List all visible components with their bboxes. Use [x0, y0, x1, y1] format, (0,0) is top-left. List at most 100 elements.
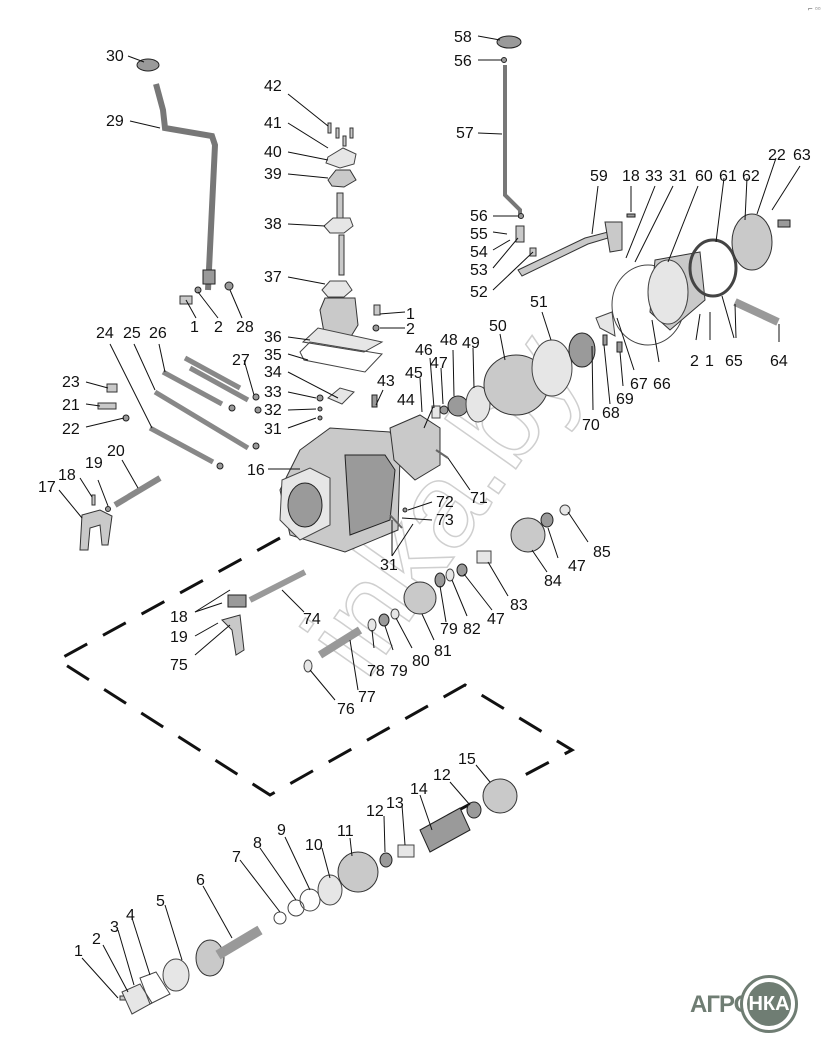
part-ball — [317, 415, 323, 421]
callout-31: 31 — [264, 421, 282, 438]
callout-8: 8 — [253, 835, 262, 852]
callout-44: 44 — [397, 392, 415, 409]
logo-circle-text: НКА — [747, 982, 791, 1026]
callout-62: 62 — [742, 168, 760, 185]
callout-33: 33 — [645, 168, 663, 185]
part-washer — [194, 286, 202, 294]
part-clutch — [568, 332, 596, 368]
part-gear — [403, 581, 437, 615]
callout-63: 63 — [793, 147, 811, 164]
part-nut — [518, 213, 524, 219]
part-link-bracket — [604, 221, 623, 253]
leader-lines — [58, 35, 801, 999]
callout-37: 37 — [264, 269, 282, 286]
callout-12: 12 — [366, 803, 384, 820]
callout-14: 14 — [410, 781, 428, 798]
part-drawings — [79, 35, 791, 1015]
callout-2: 2 — [92, 931, 101, 948]
callout-45: 45 — [405, 365, 423, 382]
callout-19: 19 — [170, 629, 188, 646]
callout-18: 18 — [58, 467, 76, 484]
part-bolt — [373, 304, 381, 316]
agronka-logo: АГРО НКА — [690, 975, 810, 1035]
callout-52: 52 — [470, 284, 488, 301]
callout-33: 33 — [264, 384, 282, 401]
part-shift-rods — [148, 355, 262, 470]
part-shift-fork — [221, 614, 245, 656]
callout-31: 31 — [669, 168, 687, 185]
part-nut — [224, 281, 234, 291]
callout-79: 79 — [390, 663, 408, 680]
callout-61: 61 — [719, 168, 737, 185]
callout-6: 6 — [196, 872, 205, 889]
part-ring — [390, 608, 400, 620]
callout-70: 70 — [582, 417, 600, 434]
callout-84: 84 — [544, 573, 562, 590]
callout-10: 10 — [305, 837, 323, 854]
part-gasket — [688, 238, 738, 298]
part-cap — [136, 58, 160, 72]
callout-79: 79 — [440, 621, 458, 638]
part-pin — [389, 514, 403, 529]
callout-18: 18 — [622, 168, 640, 185]
callout-56: 56 — [454, 53, 472, 70]
part-nut — [501, 57, 507, 63]
callout-23: 23 — [62, 374, 80, 391]
part-spacer — [476, 550, 492, 564]
part-lever-end — [202, 269, 216, 285]
part-pin — [602, 334, 608, 346]
callout-49: 49 — [462, 335, 480, 352]
callout-2: 2 — [214, 319, 223, 336]
callout-labels: 30 29 1 2 28 42 41 40 39 38 37 1 2 36 35… — [38, 29, 811, 960]
callout-26: 26 — [149, 325, 167, 342]
part-bushing — [540, 512, 554, 528]
part-bearing — [531, 339, 573, 397]
part-bearing — [434, 572, 446, 588]
callout-29: 29 — [106, 113, 124, 130]
callout-54: 54 — [470, 244, 488, 261]
callout-42: 42 — [264, 78, 282, 95]
part-gear-block — [510, 517, 546, 553]
part-shift-rod — [248, 569, 307, 603]
part-axle — [733, 298, 780, 326]
callout-81: 81 — [434, 643, 452, 660]
part-shaft — [317, 626, 363, 659]
callout-22: 22 — [62, 421, 80, 438]
callout-66: 66 — [653, 376, 671, 393]
part-bearing — [465, 385, 491, 423]
part-plug — [106, 383, 118, 393]
callout-74: 74 — [303, 611, 321, 628]
corner-mark: ⌐ ▫▫ — [808, 4, 821, 13]
callout-47: 47 — [487, 611, 505, 628]
callout-21: 21 — [62, 397, 80, 414]
part-bolt — [616, 341, 623, 353]
callout-67: 67 — [630, 376, 648, 393]
callout-71: 71 — [470, 490, 488, 507]
callout-11: 11 — [337, 823, 354, 840]
callout-1: 1 — [406, 306, 415, 323]
callout-9: 9 — [277, 822, 286, 839]
part-bolt — [777, 219, 791, 228]
part-input-shaft-group — [119, 778, 518, 1015]
callout-1: 1 — [74, 943, 83, 960]
callout-76: 76 — [337, 701, 355, 718]
callout-5: 5 — [156, 893, 165, 910]
callout-24: 24 — [96, 325, 114, 342]
part-bracket — [227, 594, 247, 608]
part-pin — [435, 449, 449, 459]
part-flange-cover — [731, 213, 773, 271]
part-gear — [447, 395, 469, 417]
callout-1: 1 — [705, 353, 714, 370]
callout-34: 34 — [264, 364, 282, 381]
part-gearbox-housing — [279, 427, 401, 553]
callout-60: 60 — [695, 168, 713, 185]
callout-82: 82 — [463, 621, 481, 638]
part-ball — [105, 506, 111, 512]
callout-46: 46 — [415, 342, 433, 359]
callout-36: 36 — [264, 329, 282, 346]
callout-73: 73 — [436, 512, 454, 529]
part-bolt — [97, 402, 117, 410]
callout-85: 85 — [593, 544, 611, 561]
